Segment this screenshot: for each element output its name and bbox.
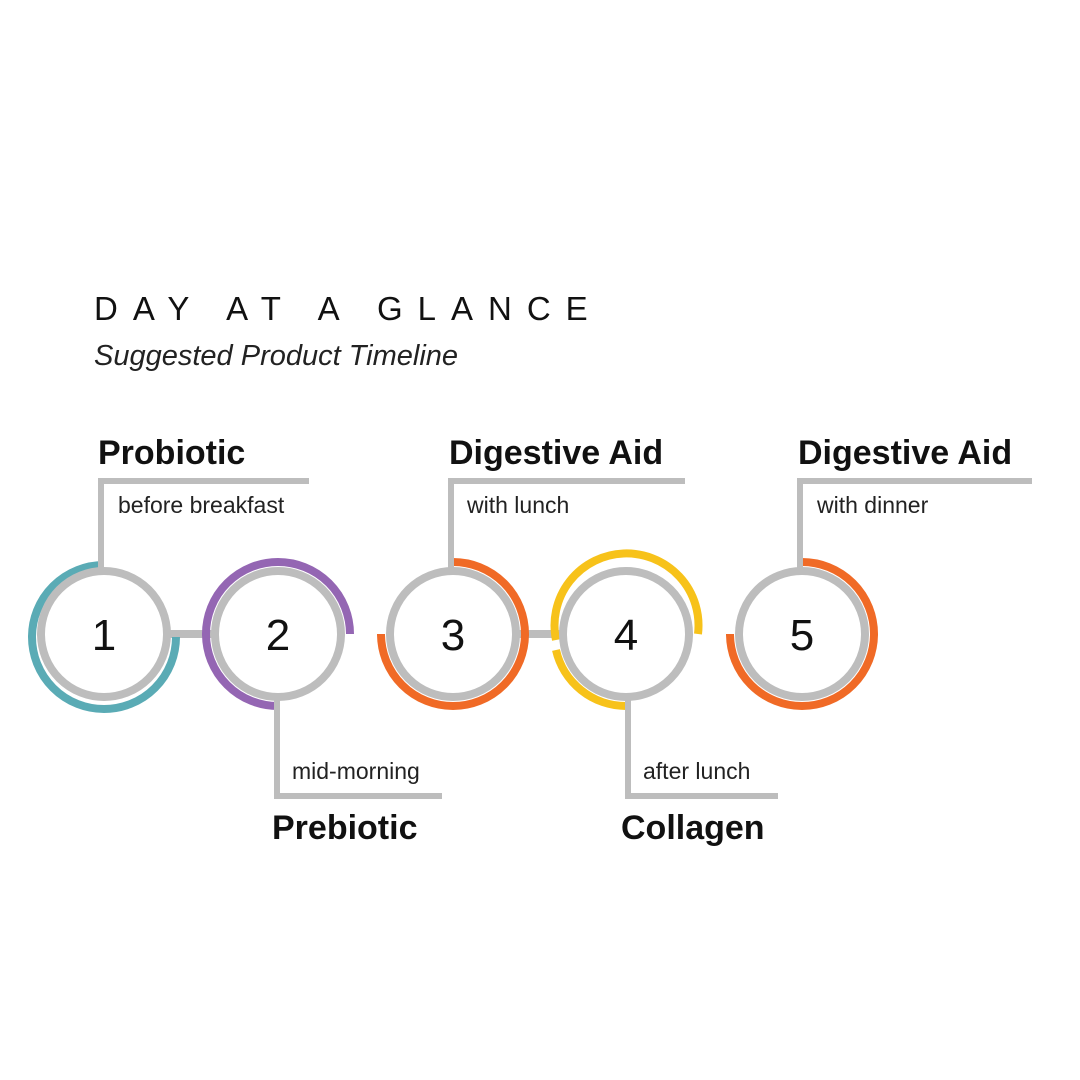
timeline-step-1: 1 Probiotic before breakfast [28,434,309,713]
step-2-number: 2 [266,611,290,660]
step-2-timing: mid-morning [292,758,420,784]
step-2-product: Prebiotic [272,809,417,847]
page-title: DAY AT A GLANCE [94,290,603,327]
step-1-product: Probiotic [98,434,245,472]
step-5-timing: with dinner [816,492,929,518]
step-4-accent-arc [550,549,703,641]
step-3-product: Digestive Aid [449,434,663,472]
step-1-leader [98,478,309,571]
step-1-number: 1 [92,611,116,660]
timeline-step-5: 5 Digestive Aid with dinner [726,434,1032,710]
timeline-step-2: 2 mid-morning Prebiotic [202,558,442,847]
step-4-number: 4 [614,611,638,660]
step-4-leader [625,697,778,799]
step-2-accent-arc [202,558,354,710]
step-3-accent-arc [377,558,529,710]
step-4-accent-arc-lower [552,649,627,710]
timeline-step-3: 3 Digestive Aid with lunch [377,434,685,710]
step-4-product: Collagen [621,809,765,847]
step-3-leader [448,478,685,571]
step-4-timing: after lunch [643,758,750,784]
step-5-leader [797,478,1032,571]
page-subtitle: Suggested Product Timeline [94,340,459,372]
step-2-leader [274,697,442,799]
timeline-step-4: 4 after lunch Collagen [550,549,778,847]
step-1-accent-arc [28,561,180,713]
step-1-timing: before breakfast [118,492,285,518]
step-3-number: 3 [441,611,465,660]
step-3-timing: with lunch [466,492,569,518]
step-5-product: Digestive Aid [798,434,1012,472]
step-5-accent-arc [726,558,878,710]
step-5-number: 5 [790,611,814,660]
